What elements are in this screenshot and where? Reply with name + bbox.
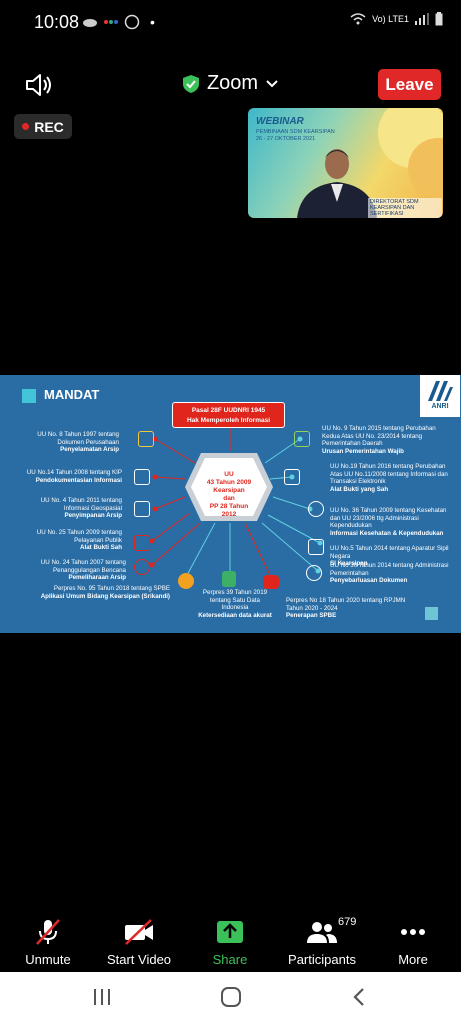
recent-apps-icon[interactable] xyxy=(92,988,112,1006)
more-button[interactable]: More xyxy=(367,918,459,967)
more-dots-icon xyxy=(401,929,425,935)
whatsapp-icon xyxy=(124,14,140,30)
deco-square xyxy=(425,607,438,620)
right-item: UU No 30 Tahun 2014 tentang Administrasi… xyxy=(330,562,449,584)
face-icon xyxy=(178,573,194,589)
network-label: Vo) LTE1 xyxy=(372,14,409,24)
leave-button[interactable]: Leave xyxy=(378,69,441,100)
participants-count: 679 xyxy=(338,916,357,928)
left-item: UU No. 4 Tahun 2011 tentang Informasi Ge… xyxy=(40,497,122,519)
start-video-label: Start Video xyxy=(106,952,172,967)
bottom-item: Perpres 39 Tahun 2019 tentang Satu Data … xyxy=(198,589,272,619)
center-line: UU xyxy=(224,471,234,478)
right-item: UU No. 36 Tahun 2009 tentang Kesehatan d… xyxy=(330,507,447,537)
meeting-title[interactable]: Zoom xyxy=(0,72,461,99)
pasal-line-1: Pasal 28F UUDNRI 1945 xyxy=(191,407,266,414)
share-label: Share xyxy=(212,952,248,967)
video-webinar-title: WEBINAR xyxy=(256,116,304,127)
rec-badge: REC xyxy=(14,114,72,139)
center-line: 43 Tahun 2009 xyxy=(206,479,252,486)
more-label: More xyxy=(398,952,428,967)
notification-icon xyxy=(83,19,97,27)
center-text: UU 43 Tahun 2009 Kearsipan dan PP 28 Tah… xyxy=(190,471,268,519)
shield-check-icon xyxy=(182,74,199,93)
title-square-icon xyxy=(22,389,36,403)
video-off-icon xyxy=(125,919,153,945)
pasal-box: Pasal 28F UUDNRI 1945 Hak Memperoleh Inf… xyxy=(172,402,285,428)
participants-button[interactable]: 679 Participants xyxy=(276,916,368,967)
center-line: PP 28 Tahun xyxy=(209,503,249,510)
monitor-icon xyxy=(134,469,150,485)
center-line: dan xyxy=(223,495,235,502)
status-time: 10:08 xyxy=(34,12,80,32)
health-icon xyxy=(308,501,324,517)
system-nav-bar xyxy=(0,972,461,1024)
laptop-icon xyxy=(284,469,300,485)
document-list-icon xyxy=(294,431,310,447)
rec-dot-icon xyxy=(22,123,30,130)
status-bar: 10:08 • Vo) LTE1 xyxy=(0,0,461,46)
globe-icon xyxy=(306,565,322,581)
wifi-icon xyxy=(350,13,366,25)
book-icon xyxy=(138,431,154,447)
share-arrow-icon xyxy=(217,921,243,943)
participants-label: Participants xyxy=(288,952,356,967)
right-item: UU No.19 Tahun 2016 tentang Perubahan At… xyxy=(330,463,448,493)
left-item: UU No. 24 Tahun 2007 tentang Penanggulan… xyxy=(40,559,126,581)
pasal-line-2: Hak Memperoleh Informasi xyxy=(186,417,271,424)
video-subtitle: PEMBINAAN SDM KEARSIPAN xyxy=(256,129,335,135)
center-line: Kearsipan xyxy=(213,487,245,494)
video-caption: DIREKTORAT SDM KEARSIPAN DAN SERTIFIKASI xyxy=(368,198,442,218)
anri-logo-text: ANRI xyxy=(431,403,449,410)
presenter-figure xyxy=(297,149,377,218)
participants-icon xyxy=(307,922,337,943)
right-item: Perpres No 18 Tahun 2020 tentang RPJMN T… xyxy=(286,597,406,619)
mic-muted-icon xyxy=(36,919,60,945)
battery-icon xyxy=(435,12,443,26)
center-hexagon xyxy=(185,453,273,521)
anri-logo: ANRI xyxy=(420,375,460,417)
video-date: 26 - 27 OKTOBER 2021 xyxy=(256,136,316,142)
chevron-down-icon xyxy=(266,79,278,87)
home-icon[interactable] xyxy=(220,986,242,1008)
gear-icon xyxy=(134,559,150,575)
meeting-toolbar: Unmute Start Video Share 679 Participant… xyxy=(0,916,461,970)
back-icon[interactable] xyxy=(352,987,366,1007)
share-button[interactable]: Share xyxy=(184,918,276,967)
handshake-icon xyxy=(134,535,150,551)
signal-icon xyxy=(415,13,429,25)
heart-icon xyxy=(263,575,279,589)
status-indicators: Vo) LTE1 xyxy=(350,12,443,26)
left-item: UU No. 25 Tahun 2009 tentang Pelayanan P… xyxy=(36,529,122,551)
center-line: 2012 xyxy=(221,511,237,518)
meeting-title-label: Zoom xyxy=(206,72,259,94)
right-item: UU No. 9 Tahun 2015 tentang Perubahan Ke… xyxy=(322,425,436,455)
more-notifications-dot: • xyxy=(150,14,155,30)
anri-logo-graphic xyxy=(428,381,453,401)
participant-video[interactable]: WEBINAR PEMBINAAN SDM KEARSIPAN 26 - 27 … xyxy=(248,108,443,218)
unmute-button[interactable]: Unmute xyxy=(2,918,94,967)
database-icon xyxy=(222,571,236,587)
printer-icon xyxy=(308,539,324,555)
left-item: UU No. 8 Tahun 1997 tentang Dokumen Peru… xyxy=(37,431,119,453)
document-icon xyxy=(134,501,150,517)
shared-screen-slide: MANDAT ANRI Pasal 28F UUDNRI 1945 Hak Me… xyxy=(0,375,461,633)
slide-title: MANDAT xyxy=(44,387,100,402)
app-dots-icon xyxy=(104,20,118,24)
speaker-icon[interactable] xyxy=(24,72,54,98)
start-video-button[interactable]: Start Video xyxy=(93,918,185,967)
right-item: UU No.5 Tahun 2014 tentang Aparatur Sipi… xyxy=(330,545,449,567)
unmute-label: Unmute xyxy=(25,952,71,967)
rec-label: REC xyxy=(34,118,64,135)
